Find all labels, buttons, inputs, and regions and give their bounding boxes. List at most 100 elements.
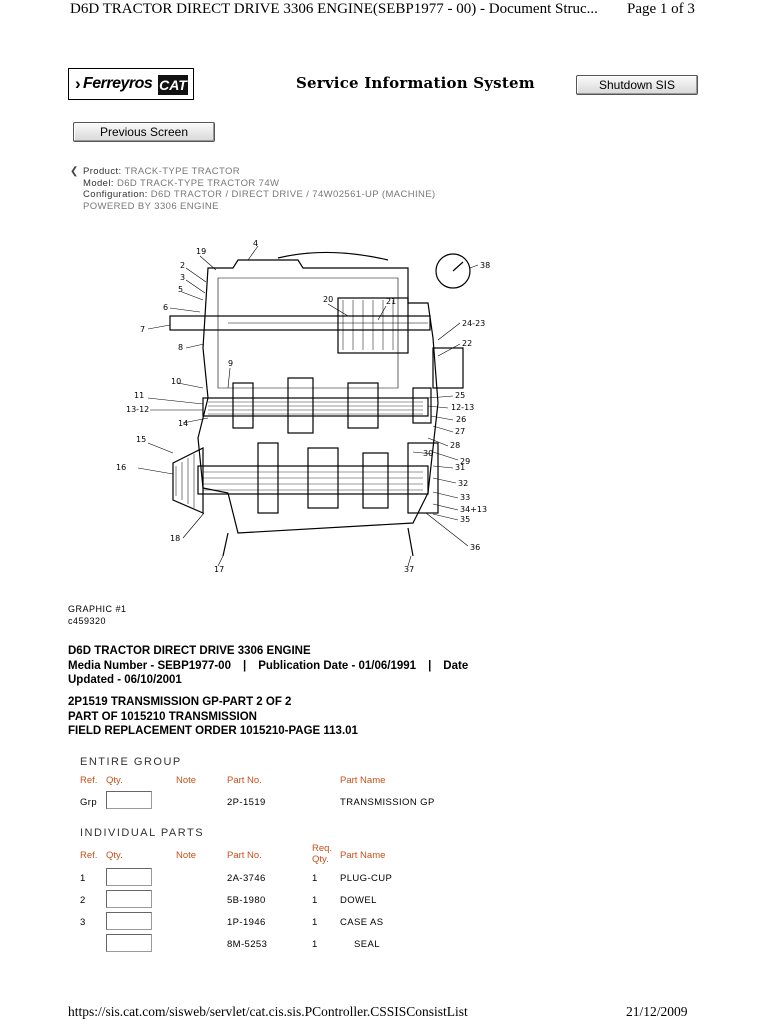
logo-arrow-icon: ›: [75, 74, 81, 93]
svg-text:24-23: 24-23: [462, 319, 485, 328]
individual-parts-heading: INDIVIDUAL PARTS: [80, 827, 205, 839]
product-line: Product: TRACK-TYPE TRACTOR: [83, 166, 436, 178]
svg-text:16: 16: [116, 463, 126, 472]
document-meta: Media Number - SEBP1977-00|Publication D…: [68, 659, 469, 672]
svg-text:20: 20: [323, 295, 333, 304]
graphic-label: GRAPHIC #1: [68, 604, 127, 614]
svg-text:22: 22: [462, 339, 472, 348]
svg-text:7: 7: [140, 325, 145, 334]
group-info: 2P1519 TRANSMISSION GP-PART 2 OF 2 PART …: [68, 695, 358, 739]
part-name: SEAL: [354, 939, 380, 950]
config-value: D6D TRACTOR / DIRECT DRIVE / 74W02561-UP…: [150, 189, 436, 200]
date-word: Date: [443, 659, 469, 672]
svg-text:27: 27: [455, 427, 465, 436]
config-line: Configuration: D6D TRACTOR / DIRECT DRIV…: [83, 189, 436, 201]
svg-text:19: 19: [196, 247, 206, 256]
svg-text:8: 8: [178, 343, 183, 352]
part-name: PLUG-CUP: [340, 873, 393, 884]
svg-text:9: 9: [228, 359, 233, 368]
part-no: 5B-1980: [227, 895, 266, 906]
back-chevron-icon[interactable]: ❮: [70, 166, 79, 177]
group-line-1: 2P1519 TRANSMISSION GP-PART 2 OF 2: [68, 696, 292, 708]
publication-date: Publication Date - 01/06/1991: [258, 659, 417, 672]
part-req-qty: 1: [312, 939, 318, 950]
svg-text:30: 30: [423, 449, 433, 458]
svg-text:29: 29: [460, 457, 470, 466]
col-qty: Qty.: [106, 775, 123, 786]
grp-qty-input[interactable]: [106, 791, 152, 809]
svg-text:14: 14: [178, 419, 188, 428]
media-number: Media Number - SEBP1977-00: [68, 659, 231, 672]
svg-text:18: 18: [170, 534, 180, 543]
part-qty-input[interactable]: [106, 934, 152, 952]
grp-part-no: 2P-1519: [227, 797, 266, 808]
updated-date: Updated - 06/10/2001: [68, 674, 182, 686]
col-ref: Ref.: [80, 850, 98, 861]
svg-text:12-13: 12-13: [451, 403, 474, 412]
part-req-qty: 1: [312, 873, 318, 884]
part-qty-input[interactable]: [106, 890, 152, 908]
col-req-qty: Req. Qty.: [312, 843, 333, 865]
svg-text:5: 5: [178, 285, 183, 294]
part-no: 1P-1946: [227, 917, 266, 928]
col-part-name: Part Name: [340, 775, 386, 786]
model-line: Model: D6D TRACK-TYPE TRACTOR 74W: [83, 178, 436, 190]
col-ref: Ref.: [80, 775, 98, 786]
svg-text:34+13: 34+13: [460, 505, 487, 514]
svg-text:38: 38: [480, 261, 490, 270]
part-qty-input[interactable]: [106, 912, 152, 930]
group-line-2: PART OF 1015210 TRANSMISSION: [68, 710, 257, 723]
part-req-qty: 1: [312, 895, 318, 906]
cat-logo-badge: CAT: [158, 75, 188, 95]
svg-text:28: 28: [450, 441, 460, 450]
entire-group-heading: ENTIRE GROUP: [80, 756, 182, 768]
svg-text:3: 3: [180, 273, 185, 282]
svg-text:25: 25: [455, 391, 465, 400]
previous-screen-button[interactable]: Previous Screen: [73, 122, 215, 142]
graphic-caption: GRAPHIC #1 c459320: [68, 603, 127, 627]
app-title: Service Information System: [296, 74, 535, 92]
col-part-no: Part No.: [227, 850, 262, 861]
shutdown-sis-button[interactable]: Shutdown SIS: [576, 75, 698, 95]
part-no: 8M-5253: [227, 939, 268, 950]
svg-text:10: 10: [171, 377, 181, 386]
part-name: CASE AS: [340, 917, 384, 928]
svg-text:32: 32: [458, 479, 468, 488]
svg-text:35: 35: [460, 515, 470, 524]
config-label: Configuration:: [83, 189, 148, 200]
svg-text:37: 37: [404, 565, 414, 574]
svg-text:11: 11: [134, 391, 144, 400]
col-qty: Qty.: [106, 850, 123, 861]
print-footer-date: 21/12/2009: [626, 1004, 688, 1019]
svg-text:17: 17: [214, 565, 224, 574]
part-qty-input[interactable]: [106, 868, 152, 886]
svg-text:26: 26: [456, 415, 466, 424]
graphic-id: c459320: [68, 616, 107, 626]
group-line-3: FIELD REPLACEMENT ORDER 1015210-PAGE 113…: [68, 725, 358, 737]
print-header: D6D TRACTOR DIRECT DRIVE 3306 ENGINE(SEB…: [0, 0, 768, 22]
col-note: Note: [176, 775, 197, 786]
svg-text:2: 2: [180, 261, 185, 270]
document-info: D6D TRACTOR DIRECT DRIVE 3306 ENGINE Med…: [68, 644, 568, 688]
powered-by-line: POWERED BY 3306 ENGINE: [83, 200, 219, 212]
grp-ref: Grp: [80, 797, 98, 808]
part-ref: 1: [80, 873, 86, 884]
svg-text:31: 31: [455, 463, 465, 472]
svg-text:21: 21: [386, 297, 396, 306]
part-no: 2A-3746: [227, 873, 266, 884]
col-part-name: Part Name: [340, 850, 386, 861]
model-label: Model:: [83, 177, 114, 189]
svg-text:15: 15: [136, 435, 146, 444]
ferreyros-cat-logo: › Ferreyros CAT: [68, 68, 194, 100]
part-name: DOWEL: [340, 895, 377, 906]
grp-part-name: TRANSMISSION GP: [340, 797, 435, 808]
print-header-page: Page 1 of 3: [627, 1, 695, 17]
svg-text:6: 6: [163, 303, 168, 312]
part-req-qty: 1: [312, 917, 318, 928]
part-ref: 2: [80, 895, 86, 906]
product-value: TRACK-TYPE TRACTOR: [124, 166, 241, 177]
svg-text:4: 4: [253, 239, 258, 248]
svg-text:33: 33: [460, 493, 470, 502]
svg-text:13-12: 13-12: [126, 405, 149, 414]
